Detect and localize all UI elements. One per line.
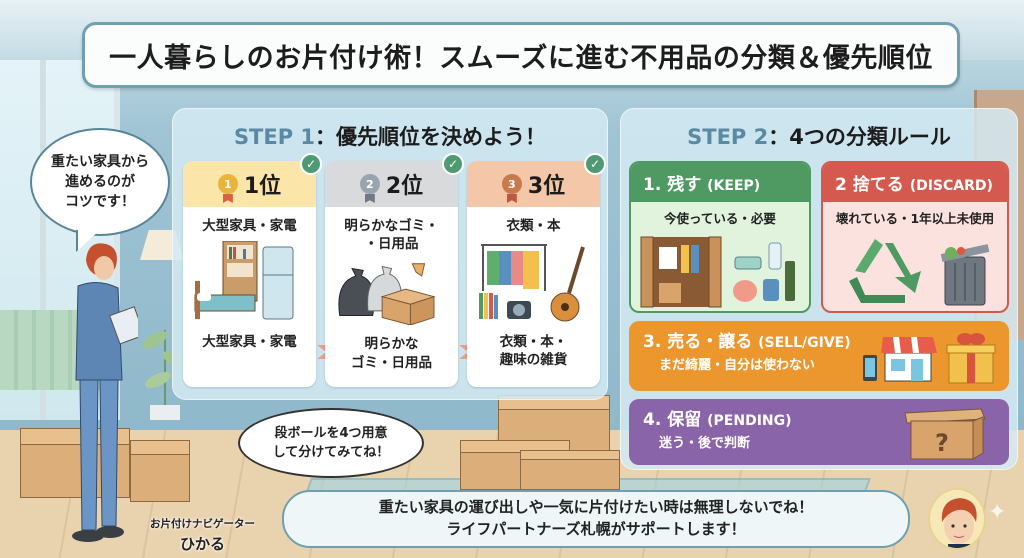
step2-label: STEP 2 [687,125,769,149]
closet-icon [640,236,795,308]
rank-bottom-label: 衣類・本・ 趣味の雑貨 [499,334,568,369]
rank-top-label: 大型家具・家電 [202,218,297,234]
step1-label: STEP 1 [233,125,316,149]
recycle-trash-icon [849,239,990,306]
title-banner: 一人暮らしのお片付け術！スムーズに進む不用品の分類＆優先順位 [82,22,960,88]
rank-top-label: 明らかなゴミ・ ・日用品 [344,218,439,253]
category-pending: 4. 保留 (PENDING) 迷う・後で判断 ? [629,399,1009,465]
speech-bubble-tip: 重たい家具から 進めるのが コツです！ [30,128,170,236]
step2-heading: STEP 2：4つの分類ルール [621,121,1017,151]
step1-heading: STEP 1：優先順位を決めよう！ [173,121,607,151]
category-header: 2 捨てる (DISCARD) [823,163,1007,202]
rank-label: 2位 [385,174,424,199]
category-header: 1. 残す (KEEP) [631,163,809,202]
category-sell-give: 3. 売る・譲る (SELL/GIVE) まだ綺麗・自分は使わない [629,321,1009,391]
navigator-role: お片付けナビゲーター [150,518,255,530]
navigator-name: ひかる [179,535,225,553]
trash-bags-icon [338,263,436,327]
category-desc: 壊れている・1年以上未使用 [835,211,995,226]
tip-text: 重たい家具から 進めるのが コツです！ [51,153,149,211]
category-desc: 今使っている・必要 [664,211,776,226]
silver-medal-icon: 2 [359,174,380,194]
shop-gift-icon [863,333,996,384]
support-text: 重たい家具の運び出しや一気に片付けたい時は無理しないでね！ ライフパートナーズ札… [378,498,814,538]
navigator-avatar [928,488,986,550]
step1-panel: STEP 1：優先順位を決めよう！ 1 .rank:nth-of-type(2)… [172,108,608,400]
category-header: 4. 保留 (PENDING) [643,410,792,430]
speech-bubble-boxes: 段ボールを4つ用意 して分けてみてね！ [238,408,424,478]
navigator-character [72,243,138,542]
rank-top-label: 衣類・本 [506,218,561,234]
step1-title: ：優先順位を決めよう！ [315,125,547,149]
gold-medal-icon: 1 [217,174,238,194]
question-box-icon: ? [904,408,986,460]
furniture-icon [194,240,294,320]
rank-label: 1位 [243,174,282,199]
rank-card-1: 1 .rank:nth-of-type(2) .medal:after{back… [183,153,322,387]
rank-bottom-label: 大型家具・家電 [202,334,297,351]
rank-header: 1 .rank:nth-of-type(2) .medal:after{back… [183,161,316,207]
tip-text: 段ボールを4つ用意 して分けてみてね！ [272,425,390,461]
category-header: 3. 売る・譲る (SELL/GIVE) [643,332,851,352]
rank-label: 3位 [527,174,566,199]
bronze-medal-icon: 3 [501,174,522,194]
category-keep: 1. 残す (KEEP) 今使っている・必要 [629,161,811,313]
page-title: 一人暮らしのお片付け術！スムーズに進む不用品の分類＆優先順位 [109,42,933,74]
rank-header: 3 3位 [467,161,600,207]
rank-header: 2 2位 [325,161,458,207]
cardboard-box [130,440,190,502]
navigator-label: お片付けナビゲーター ひかる [150,516,255,554]
svg-text:?: ? [935,429,949,457]
rank-card-3: 3 3位 ✓ 衣類・本 衣類・本・ 趣味の雑貨 [467,153,606,387]
sparkle-icon: ✦ [988,500,1007,525]
speech-bubble-support: 重たい家具の運び出しや一気に片付けたい時は無理しないでね！ ライフパートナーズ札… [282,490,910,548]
check-icon: ✓ [442,153,464,175]
clothes-guitar-icon [479,244,585,322]
category-discard: 2 捨てる (DISCARD) 壊れている・1年以上未使用 [821,161,1009,313]
cardboard-box [520,450,620,490]
check-icon: ✓ [584,153,606,175]
rank-bottom-label: 明らかな ゴミ・日用品 [351,336,432,371]
category-desc: まだ綺麗・自分は使わない [659,358,816,373]
rank-card-2: 2 2位 ✓ 明らかなゴミ・ ・日用品 明らかな ゴミ・日用品 [325,153,464,387]
check-icon: ✓ [300,153,322,175]
category-desc: 迷う・後で判断 [659,436,751,451]
step2-panel: STEP 2：4つの分類ルール 1. 残す (KEEP) 今使っている・必要 2… [620,108,1018,470]
step2-title: ：4つの分類ルール [768,125,951,149]
